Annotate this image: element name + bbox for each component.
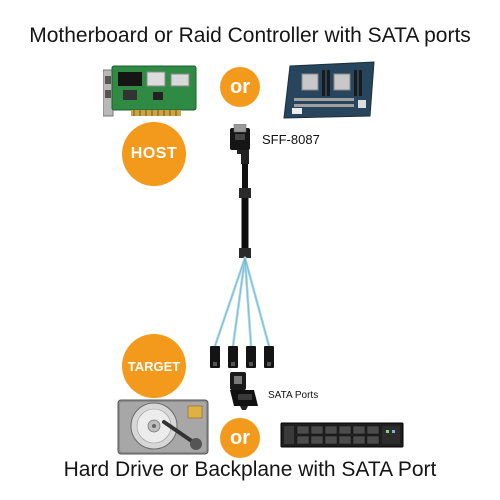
target-badge: TARGET [122, 334, 186, 398]
sff-8087-connector-icon [230, 124, 250, 154]
server-motherboard-icon [283, 61, 375, 119]
bottom-title: Hard Drive or Backplane with SATA Port [63, 458, 437, 481]
rack-server-icon [280, 422, 404, 448]
sata-connector-icon [230, 372, 258, 410]
sata-ports-label: SATA Ports [268, 390, 319, 401]
or-separator-bottom: or [220, 418, 260, 458]
or-separator-top: or [220, 67, 260, 107]
top-title: Motherboard or Raid Controller with SATA… [29, 24, 471, 47]
sff-8087-label: SFF-8087 [262, 132, 320, 147]
host-badge: HOST [122, 122, 186, 186]
breakout-cable [210, 150, 274, 368]
raid-card-icon [103, 65, 197, 117]
hard-drive-icon [117, 399, 209, 455]
